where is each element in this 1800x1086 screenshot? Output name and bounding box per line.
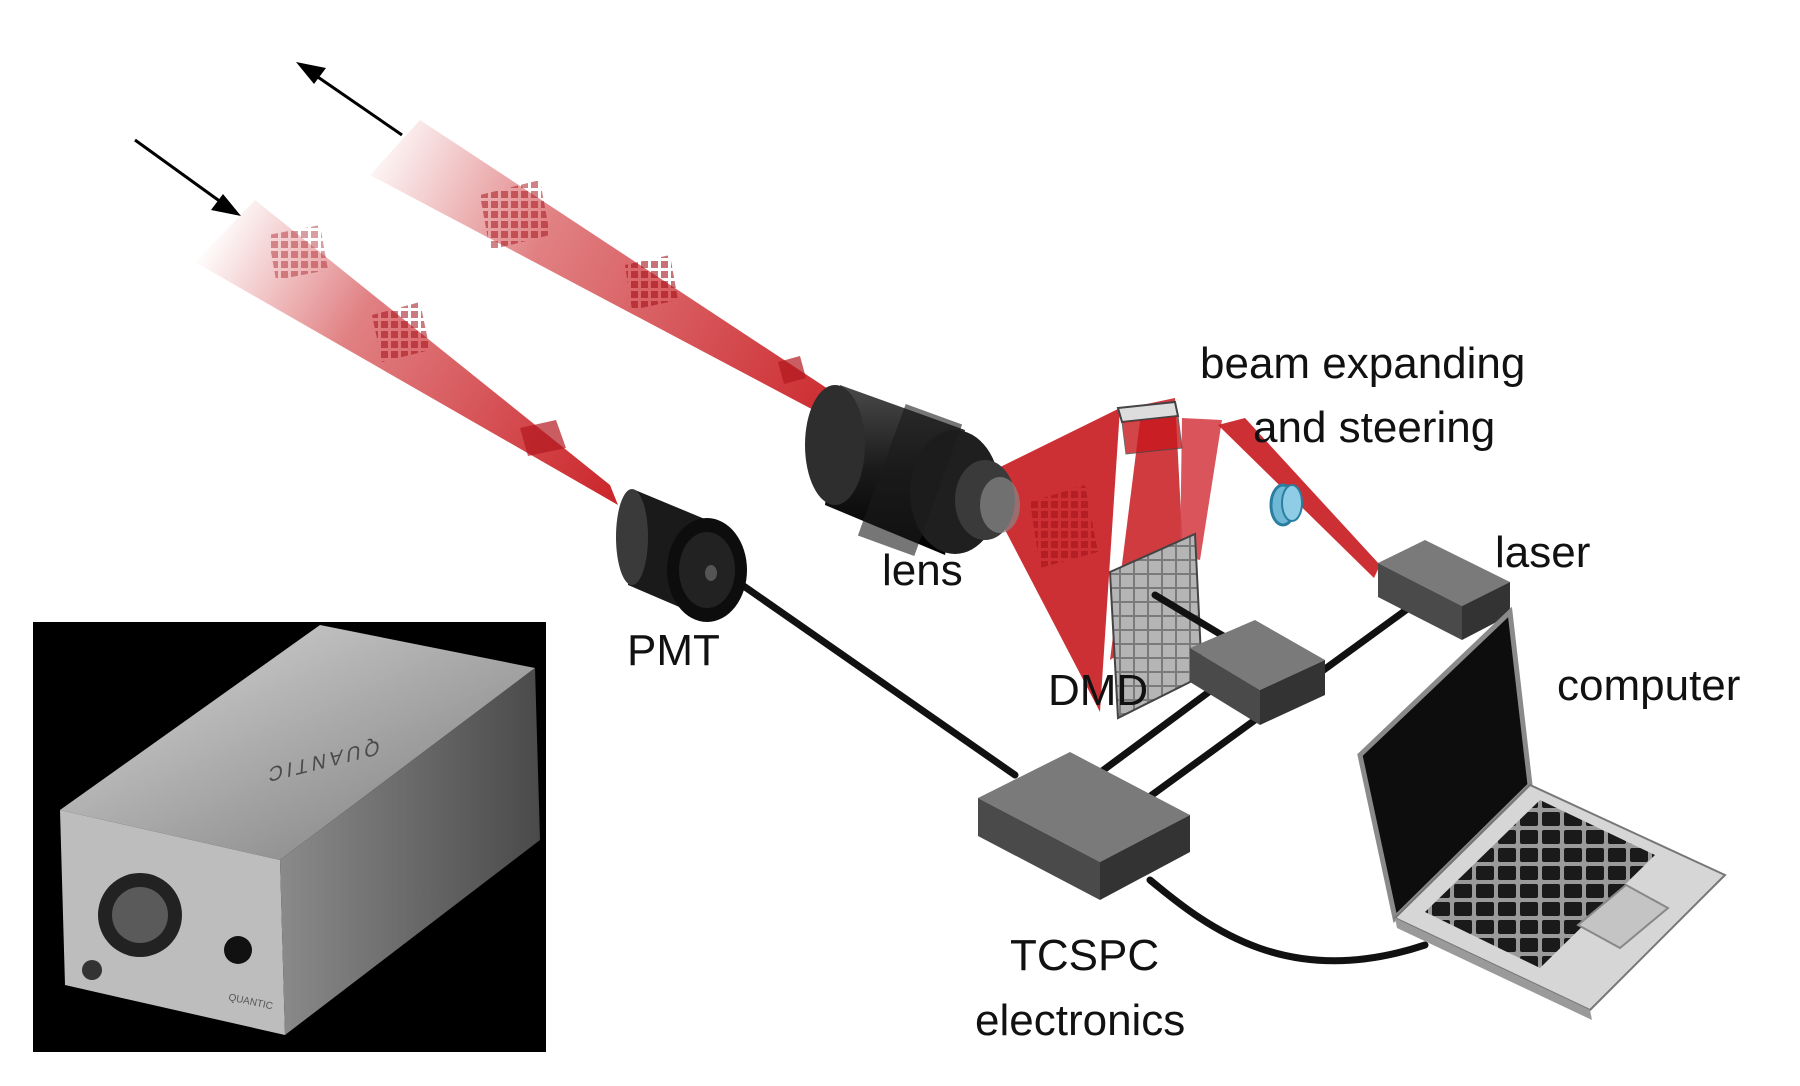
label-dmd: DMD	[1048, 666, 1148, 715]
laser-box	[1378, 540, 1510, 640]
housing-top	[60, 625, 535, 860]
dmd-beam-pattern	[1030, 485, 1098, 568]
housing-side	[280, 668, 540, 1035]
label-lens: lens	[882, 546, 963, 595]
label-computer: computer	[1557, 661, 1740, 710]
label-pmt: PMT	[627, 626, 720, 675]
photo-detector-port	[224, 936, 252, 964]
mirror-beam	[1180, 418, 1222, 560]
label-beam-line1: beam expanding	[1200, 339, 1525, 388]
outgoing-arrow	[296, 62, 403, 137]
incoming-arrow	[134, 138, 241, 216]
beam-expander-optic	[1269, 483, 1303, 527]
laptop-computer	[1357, 606, 1727, 1020]
label-tcspc-line1: TCSPC	[1010, 931, 1159, 980]
product-photo: QUANTIC QUANTIC	[33, 622, 546, 1052]
camera-lens	[805, 385, 1020, 557]
label-beam-line2: and steering	[1253, 403, 1495, 452]
label-laser: laser	[1495, 528, 1590, 577]
photo-connector	[82, 960, 102, 980]
steering-mirror	[1116, 400, 1183, 455]
pmt-detector	[616, 489, 747, 622]
label-tcspc-line2: electronics	[975, 996, 1185, 1045]
tcspc-box	[978, 752, 1190, 900]
beam-pattern-marks	[268, 180, 806, 456]
dmd-controller-box	[1190, 620, 1325, 725]
